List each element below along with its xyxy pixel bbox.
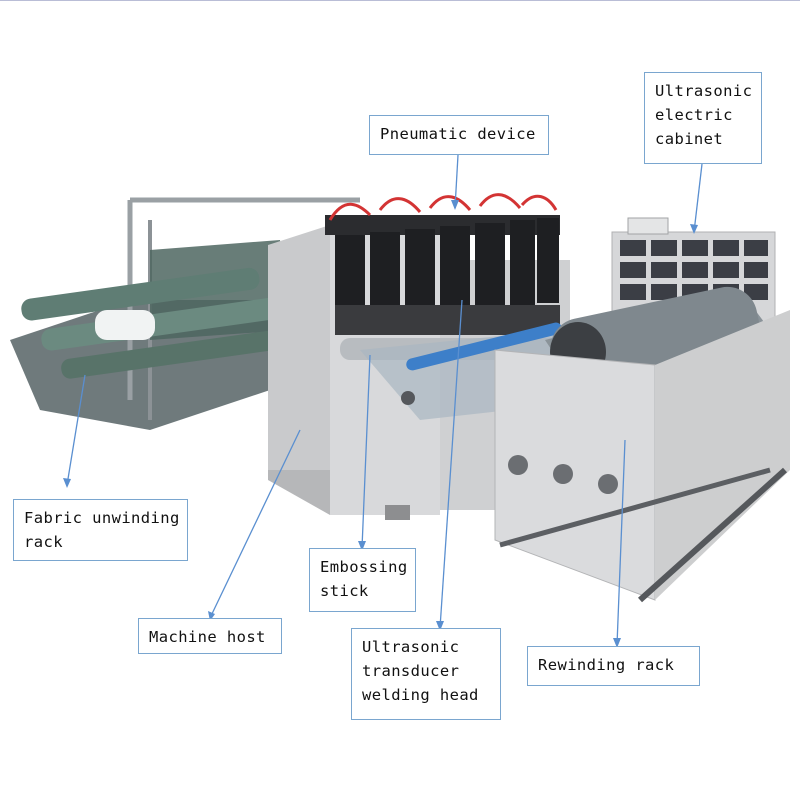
- leader-arrowheads: [63, 200, 698, 648]
- label-pneumatic-device: Pneumatic device: [369, 115, 549, 155]
- pneumatic-unit-4: [440, 226, 470, 308]
- welding-head-bar: [335, 305, 560, 335]
- cabinet-top-display: [627, 217, 669, 235]
- label-machine-host: Machine host: [138, 618, 282, 654]
- leader-pneumatic: [454, 154, 459, 209]
- leader-cabinet: [693, 163, 703, 233]
- host-side-panel: [268, 225, 330, 470]
- roller-knob: [401, 391, 415, 405]
- label-welding-head: Ultrasonic transducer welding head: [351, 628, 501, 720]
- host-foot: [385, 505, 410, 520]
- rewind-front-panel: [494, 349, 656, 601]
- pneumatic-unit-6: [510, 220, 535, 305]
- leader-lines: [66, 154, 703, 646]
- cabinet-controllers: [620, 240, 768, 300]
- leader-embossing: [361, 354, 371, 549]
- rewinding-rack-drawing: [494, 286, 790, 603]
- label-rewinding-rack: Rewinding rack: [527, 646, 700, 686]
- pneumatic-unit-3: [405, 229, 435, 309]
- white-roll: [95, 310, 155, 340]
- rewind-knob-3: [598, 474, 618, 494]
- leader-host: [209, 429, 301, 619]
- rewind-base-bar: [499, 467, 771, 548]
- leader-rewinding: [616, 439, 626, 646]
- top-border: [0, 0, 800, 1]
- rewind-floor-bar: [637, 467, 788, 603]
- rewind-side-panel: [655, 310, 790, 600]
- air-hoses: [328, 193, 558, 221]
- fabric-unwinding-rack-drawing: [10, 197, 360, 430]
- rewind-knob-2: [553, 464, 573, 484]
- label-fabric-unwinding-rack: Fabric unwinding rack: [13, 499, 188, 561]
- pneumatic-unit-1: [335, 235, 365, 310]
- pneumatic-device-drawing: [325, 193, 560, 335]
- fabric-roll-3: [61, 329, 290, 379]
- leader-welding: [439, 299, 463, 629]
- fabric-roll-1: [21, 267, 260, 321]
- host-base: [268, 470, 330, 515]
- pneumatic-unit-7: [537, 218, 559, 303]
- pneumatic-unit-5: [475, 223, 505, 307]
- label-electric-cabinet: Ultrasonic electric cabinet: [644, 72, 762, 164]
- label-embossing-stick: Embossing stick: [309, 548, 416, 612]
- rewind-knob-1: [508, 455, 528, 475]
- pneumatic-unit-2: [370, 232, 400, 310]
- blue-roller-front: [406, 322, 562, 371]
- leader-unwinding: [66, 374, 86, 486]
